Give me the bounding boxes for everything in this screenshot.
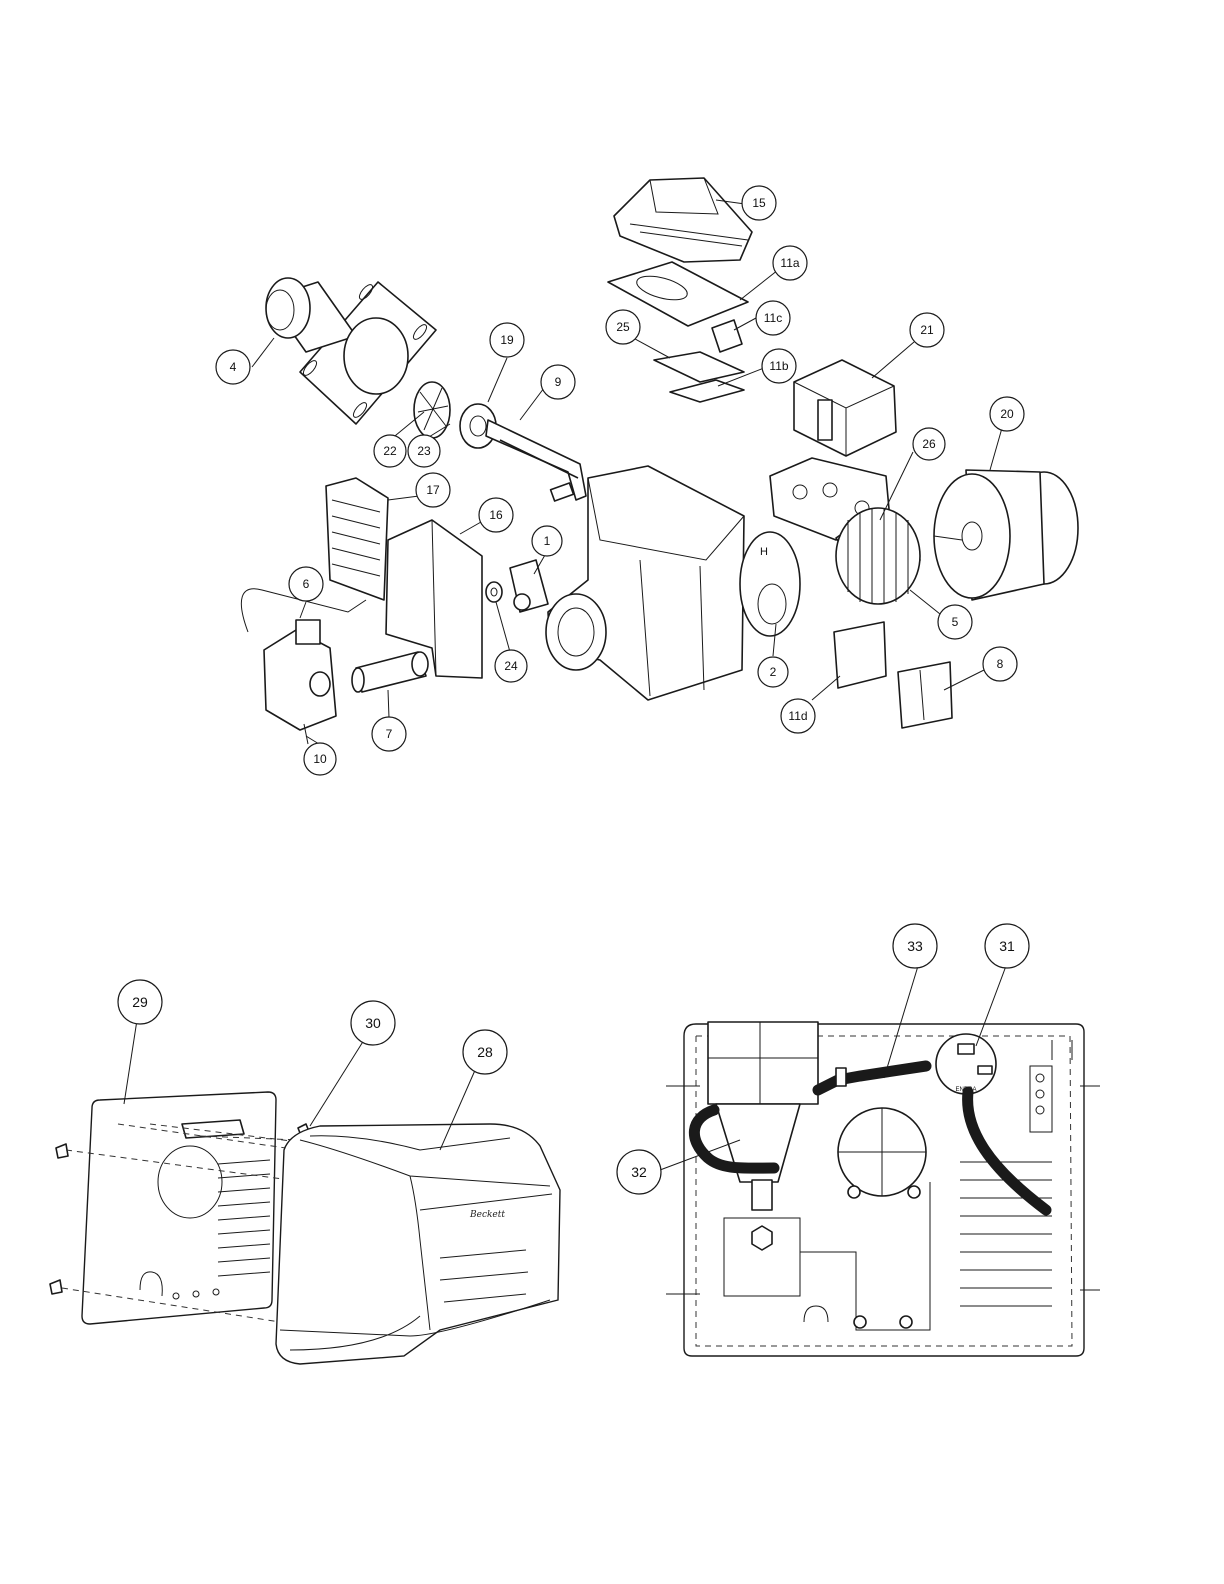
ignition-shield-part [326,478,388,600]
callout-number-text: 30 [365,1015,381,1031]
callout-11a: 11a [773,246,807,280]
callout-1: 1 [532,526,562,556]
callout-9: 9 [541,365,575,399]
air-switch-part: ENDRA [936,1034,996,1094]
access-cover-part [834,622,886,688]
primary-control-part [794,360,896,456]
callout-number-text: 29 [132,994,148,1010]
callout-number-text: 8 [997,657,1004,671]
callout-number-text: 24 [504,659,518,673]
coupling-part [352,652,428,692]
motor-part [934,470,1078,600]
air-guide-part: H [740,532,800,636]
callout-11c: 11c [756,301,790,335]
callout-number-text: 1 [544,534,551,548]
bushing-part [486,582,502,602]
callout-32: 32 [617,1150,661,1194]
callout-number-text: 32 [631,1164,647,1180]
callout-number-text: 11a [780,256,799,270]
callout-11b: 11b [762,349,796,383]
callout-number-text: 4 [230,360,237,374]
callout-number-text: 31 [999,938,1015,954]
callout-2: 2 [758,657,788,687]
burner-cover-part: Beckett [276,1124,560,1364]
electrode-clip-part [510,560,548,612]
cover-screw-left-top [56,1144,68,1158]
air-tube-flange-part [266,278,436,424]
callout-15: 15 [742,186,776,220]
callout-number-text: 26 [922,437,936,451]
burner-housing-part [546,466,744,700]
callout-number-text: 25 [616,320,630,334]
callout-number-text: 11d [788,709,807,723]
callout-25: 25 [606,310,640,344]
callout-5: 5 [938,605,972,639]
callout-number-text: 17 [426,483,440,497]
callout-23: 23 [408,435,440,467]
callout-number-text: 22 [383,444,397,458]
callout-10: 10 [304,743,336,775]
callout-8: 8 [983,647,1017,681]
callout-28: 28 [463,1030,507,1074]
callout-24: 24 [495,650,527,682]
callout-21: 21 [910,313,944,347]
ignition-bracket-part [386,520,482,678]
callout-22: 22 [374,435,406,467]
cover-logo-text: Beckett [469,1210,505,1220]
callout-20: 20 [990,397,1024,431]
callout-31: 31 [985,924,1029,968]
callout-16: 16 [479,498,513,532]
callout-30: 30 [351,1001,395,1045]
fuel-pump-part [264,620,336,744]
callout-number-text: 2 [770,665,777,679]
callout-number-text: 20 [1000,407,1014,421]
callout-11d: 11d [781,699,815,733]
insulator-part [712,320,742,352]
callout-number-text: 21 [920,323,934,337]
callout-number-text: 23 [417,444,431,458]
callout-number-text: 5 [952,615,959,629]
callout-number-text: 33 [907,938,923,954]
callout-number-text: 28 [477,1044,493,1060]
callout-number-text: 6 [303,577,310,591]
blower-wheel-part [836,508,920,604]
housing-mark-text: H [760,546,768,558]
callout-6: 6 [289,567,323,601]
callout-number-text: 11c [764,311,782,325]
nozzle-line-part [486,420,586,501]
motor-view-part [838,1108,926,1198]
cover-screw-left-bottom [50,1280,62,1294]
callout-number-text: 15 [752,196,766,210]
callout-26: 26 [913,428,945,460]
callout-number-text: 10 [313,752,327,766]
callout-number-text: 19 [500,333,514,347]
callout-29: 29 [118,980,162,1024]
callout-7: 7 [372,717,406,751]
bracket-part [654,352,744,402]
callout-17: 17 [416,473,450,507]
callout-number-text: 16 [489,508,503,522]
back-plate-part [82,1092,276,1324]
igniter-part [614,178,752,262]
callout-4: 4 [216,350,250,384]
callout-number-text: 9 [555,375,562,389]
callout-number-text: 11b [769,359,788,373]
callout-33: 33 [893,924,937,968]
cover-plate-part [898,662,952,728]
callout-19: 19 [490,323,524,357]
callout-number-text: 7 [386,727,393,741]
